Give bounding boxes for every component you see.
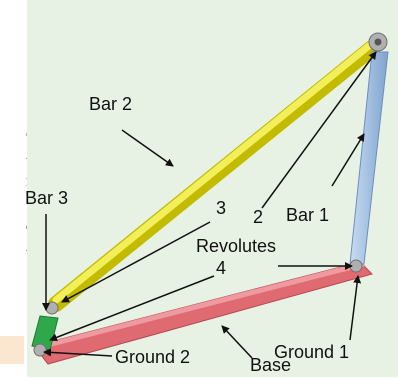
label-4-arrow xyxy=(49,275,215,342)
base-label: Base xyxy=(250,355,292,375)
bar-3-label: Bar 3 xyxy=(25,188,69,208)
bar-2-highlight xyxy=(52,41,374,304)
bar-2-arrow xyxy=(121,129,174,167)
revolutes-label: Revolutes xyxy=(196,236,277,256)
ground-1-label: Ground 1 xyxy=(274,342,350,362)
base-bar-top-face xyxy=(34,262,366,350)
ground-2-joint xyxy=(33,343,47,357)
joint-number-3-label: 3 xyxy=(216,198,227,218)
label-2-arrow xyxy=(261,51,377,209)
ground-1-arrow xyxy=(349,275,362,341)
bar-1-arrow xyxy=(331,133,365,187)
bar-2-label: Bar 2 xyxy=(89,94,133,114)
joint-number-2-label: 2 xyxy=(253,207,264,227)
base-arrow xyxy=(221,325,253,359)
joint-number-4-label: 4 xyxy=(216,258,227,278)
note-strip xyxy=(0,336,24,364)
top-joint-pin xyxy=(374,38,382,46)
ground-2-arrow xyxy=(43,348,113,357)
bar-1-label: Bar 1 xyxy=(286,205,330,225)
label-3-arrow xyxy=(61,221,211,303)
bar-1 xyxy=(349,51,389,265)
revolute-joint xyxy=(45,301,59,315)
ground-2-label: Ground 2 xyxy=(115,347,191,367)
